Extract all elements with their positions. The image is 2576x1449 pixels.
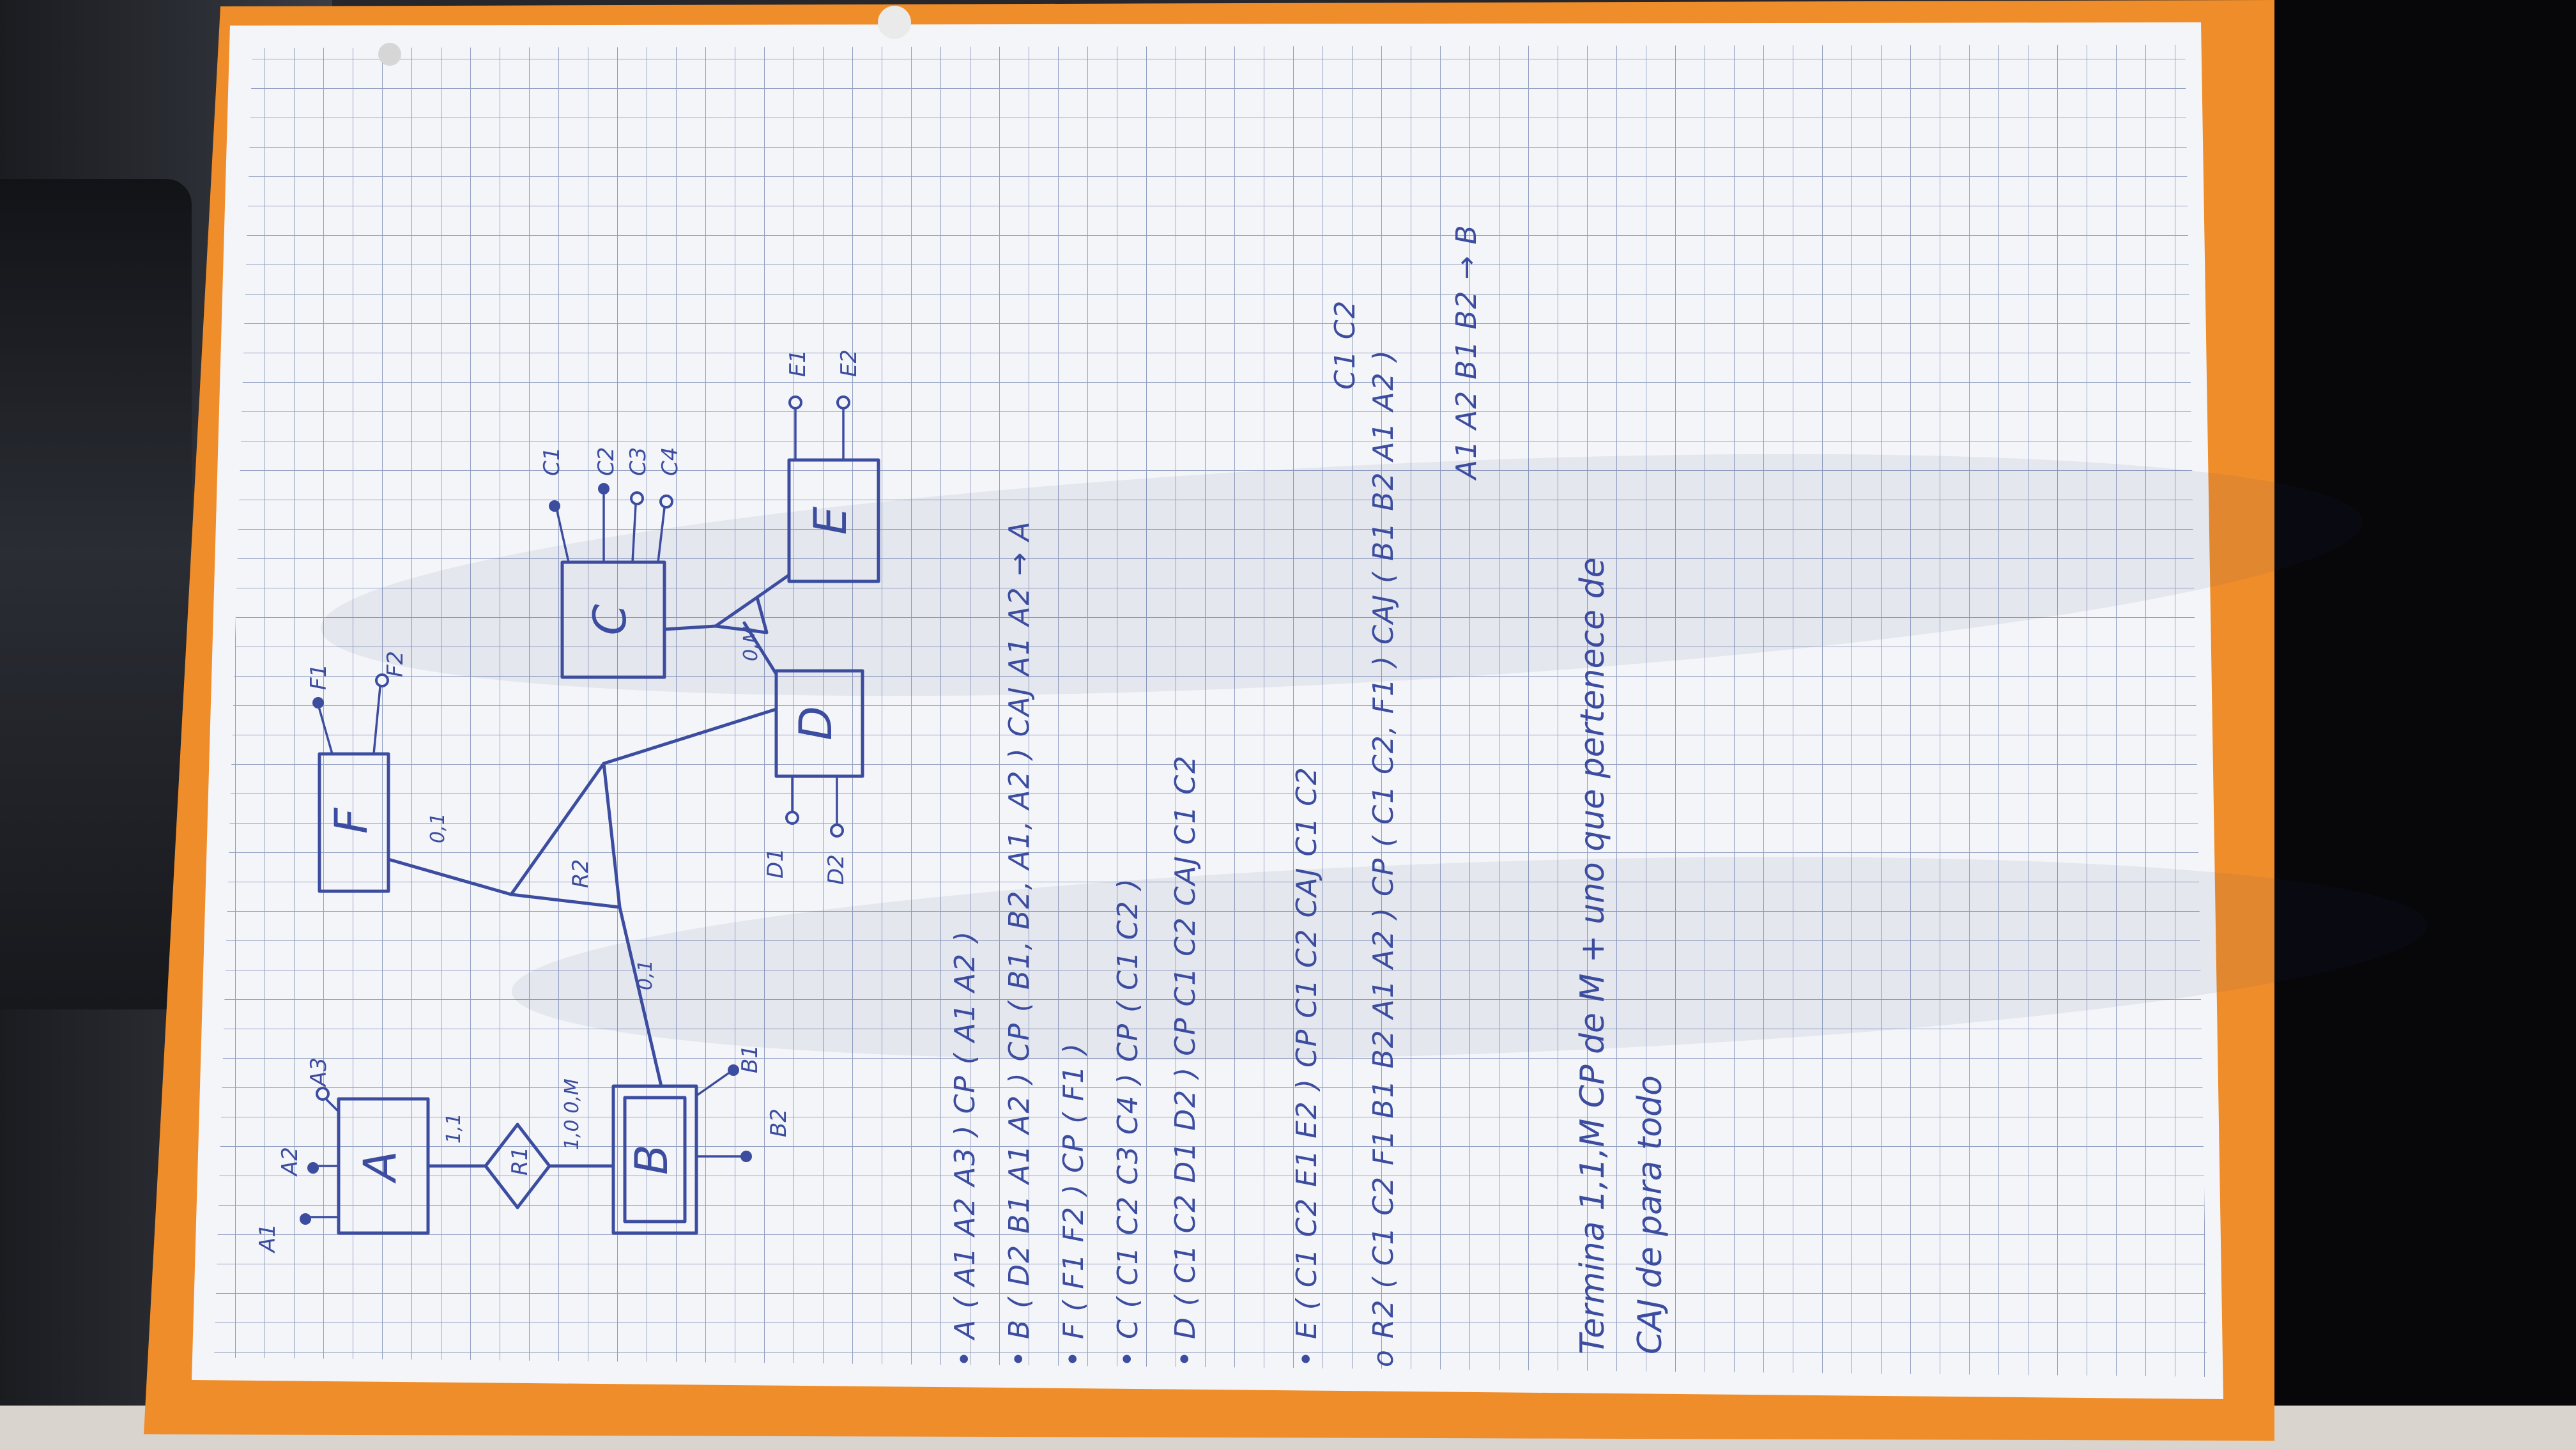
attr-f1: F1 xyxy=(306,664,332,690)
attr-line xyxy=(318,708,334,755)
card-r1-a: 1,1 xyxy=(443,1113,465,1144)
attr-d1-dot xyxy=(785,811,799,825)
attr-e1-dot xyxy=(788,395,802,410)
desk-background-right xyxy=(2274,0,2576,1449)
attr-c3-dot xyxy=(630,491,644,505)
entity-b-inner-box xyxy=(623,1096,687,1223)
attr-c4-dot xyxy=(659,494,673,509)
relationship-r2-shape xyxy=(509,762,622,909)
attr-line xyxy=(657,507,666,564)
dark-object xyxy=(0,179,192,1009)
attr-c4: C4 xyxy=(657,447,683,476)
entity-b-label: B xyxy=(625,1144,678,1175)
attr-d2-dot xyxy=(830,824,844,838)
card-r1-b: 1,0 0,M xyxy=(561,1078,583,1150)
attr-a3: A3 xyxy=(306,1057,332,1087)
attr-f2: F2 xyxy=(383,651,408,677)
attr-a1-dot xyxy=(300,1213,311,1225)
handwritten-notes: Termina 1,1,M CP de M + uno que pertenec… xyxy=(1574,557,1669,1354)
entity-f-box xyxy=(318,752,390,893)
relationship-r2-label: R2 xyxy=(568,859,594,888)
binder-hole xyxy=(878,6,911,39)
relationship-r1-label: R1 xyxy=(507,1147,533,1176)
attr-e1: E1 xyxy=(785,349,811,377)
attr-b1-dot xyxy=(728,1064,739,1076)
attr-c3: C3 xyxy=(625,447,651,476)
link-r2-b xyxy=(618,905,663,1088)
schema-extra-caj-c: C1 C2 xyxy=(1329,300,1361,390)
attr-line xyxy=(556,510,570,564)
link-gen-e xyxy=(755,573,791,599)
relational-schema: • A ( A1 A2 A3 ) CP ( A1 A2 ) • B ( D2 B… xyxy=(949,224,1483,1367)
entity-d-label: D xyxy=(790,706,842,740)
binder-hole xyxy=(378,43,401,66)
schema-line-a: • A ( A1 A2 A3 ) CP ( A1 A2 ) xyxy=(949,930,981,1367)
attr-a1: A1 xyxy=(255,1223,280,1254)
attr-a2: A2 xyxy=(277,1147,303,1177)
attr-c2-dot xyxy=(598,483,610,494)
er-diagram: A A1 A2 A3 R1 1,1 1,0 0,M B B1 B2 F F1 xyxy=(255,349,880,1254)
link-gen-c xyxy=(663,624,717,631)
attr-e2: E2 xyxy=(836,349,862,377)
card-r2-f: 0,1 xyxy=(427,813,449,843)
entity-a-label: A xyxy=(354,1151,406,1184)
schema-line-f: • F ( F1 F2 ) CP ( F1 ) xyxy=(1057,1042,1090,1367)
shadow-stripe xyxy=(511,857,2428,1060)
attr-c1: C1 xyxy=(539,447,565,476)
attr-c1-dot xyxy=(549,500,560,512)
entity-e-box xyxy=(787,458,880,583)
entity-b-outer-box xyxy=(611,1084,698,1235)
attr-d1: D1 xyxy=(763,848,788,878)
link-r2-d xyxy=(602,707,778,765)
note-line-1: Termina 1,1,M CP de M + uno que pertenec… xyxy=(1574,557,1612,1354)
note-line-2: CAJ de para todo xyxy=(1631,1075,1669,1354)
attr-c2: C2 xyxy=(594,447,619,476)
paper-grid xyxy=(214,45,2207,1377)
schema-line-e: • E ( C1 C2 E1 E2 ) CP C1 C2 CAJ C1 C2 xyxy=(1291,766,1323,1367)
attr-f1-dot xyxy=(312,697,324,709)
attr-f2-dot xyxy=(375,673,389,687)
attr-line xyxy=(372,686,381,755)
attr-a3-dot xyxy=(316,1087,330,1101)
entity-e-label: E xyxy=(804,506,857,535)
attr-e2-dot xyxy=(836,395,850,410)
shadow-stripe xyxy=(321,454,2363,696)
generalization-triangle xyxy=(714,595,769,634)
link-gen-d xyxy=(742,621,778,676)
entity-f-label: F xyxy=(325,807,378,834)
schema-extra-caj-b: A1 A2 B1 B2 → B xyxy=(1450,224,1483,481)
attr-b1: B1 xyxy=(737,1045,763,1073)
attr-b2-dot xyxy=(740,1151,752,1162)
attr-line xyxy=(695,1072,730,1097)
schema-line-r2: o R2 ( C1 C2 F1 B1 B2 A1 A2 ) CP ( C1 C2… xyxy=(1367,349,1400,1367)
attr-d2: D2 xyxy=(824,854,849,885)
entity-c-label: C xyxy=(584,604,636,635)
link-f-r2 xyxy=(387,857,513,896)
card-r2-b: 0,1 xyxy=(634,960,657,990)
attr-a2-dot xyxy=(307,1162,319,1174)
attr-line xyxy=(631,503,637,564)
entity-c-box xyxy=(560,560,666,679)
schema-line-d: • D ( C1 C2 D1 D2 ) CP C1 C2 CAJ C1 C2 xyxy=(1169,755,1202,1367)
schema-line-b: • B ( D2 B1 A1 A2 ) CP ( B1, B2, A1, A2 … xyxy=(1003,521,1036,1368)
schema-line-c: • C ( C1 C2 C3 C4 ) CP ( C1 C2 ) xyxy=(1112,877,1144,1367)
attr-line xyxy=(325,1098,340,1113)
attr-b2: B2 xyxy=(766,1108,792,1137)
entity-d-box xyxy=(774,669,864,778)
